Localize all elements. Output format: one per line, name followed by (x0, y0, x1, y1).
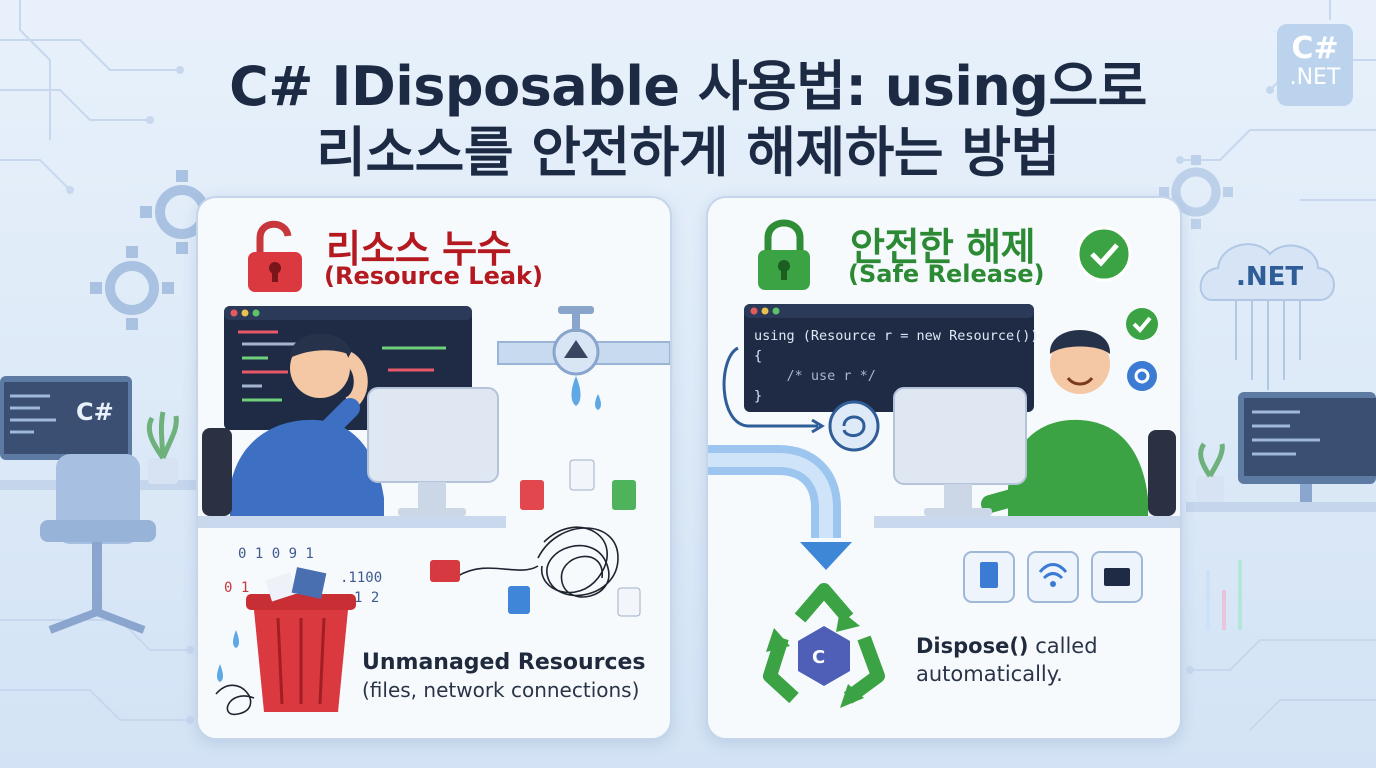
wifi-icon (1027, 551, 1079, 603)
badge-line-2: .NET (1289, 65, 1341, 90)
binary-stream-text-3: .1100 (340, 570, 382, 586)
safe-release-heading-korean: 안전한 해제 (850, 225, 1036, 269)
locked-padlock-icon (758, 219, 810, 290)
resource-leak-panel: 0 1 0 9 1 0 1 .1100 1 2 리소스 누수 (Resource… (196, 196, 672, 740)
code-line-comment: /* use r */ (754, 368, 876, 384)
resource-leak-heading-english: (Resource Leak) (324, 262, 543, 290)
safe-release-heading-english: (Safe Release) (848, 260, 1045, 288)
binary-stream-text-4: 1 2 (354, 590, 379, 606)
cloud-icon-label: .NET (1236, 262, 1304, 292)
file-icon (963, 551, 1015, 603)
binary-stream-text-2: 0 1 (224, 580, 249, 596)
page-title-line-1: C# IDisposable 사용법: using으로 (229, 55, 1147, 118)
dispose-method-name: Dispose() (916, 634, 1029, 658)
code-line-close-brace: } (754, 388, 763, 404)
resource-leak-illustration: 0 1 0 9 1 0 1 .1100 1 2 (198, 220, 670, 715)
binary-stream-text-1: 0 1 0 9 1 (238, 546, 314, 562)
code-line-open-brace: { (754, 348, 763, 364)
page-title-line-2: 리소스를 안전하게 해제하는 방법 (316, 121, 1060, 184)
svg-text:C: C (812, 647, 825, 668)
unmanaged-resources-caption: Unmanaged Resources (362, 650, 646, 675)
resource-leak-heading-korean: 리소스 누수 (326, 227, 512, 271)
dispose-caption-rest: called (1028, 634, 1098, 658)
safe-release-illustration: C (708, 219, 1180, 708)
unmanaged-resources-subcaption: (files, network connections) (362, 678, 640, 702)
dispose-caption-line-2: automatically. (916, 662, 1063, 686)
code-line-using: using (Resource r = new Resource()) (754, 328, 1039, 344)
badge-line-1: C# (1291, 31, 1339, 66)
unlocked-padlock-icon (248, 220, 302, 292)
csharp-dotnet-badge: C# .NET (1277, 24, 1353, 106)
scattered-file-icons (508, 459, 641, 617)
dispose-caption-line-1: Dispose() called (916, 634, 1098, 658)
checkmark-icon (1076, 226, 1132, 282)
monitor-label: C# (76, 398, 114, 426)
recycle-icon: C (763, 583, 885, 708)
chip-icon (1091, 551, 1143, 603)
trash-can-icon (246, 567, 356, 712)
safe-release-panel: C 안전한 해제 (Safe Release) using (Resource … (706, 196, 1182, 740)
